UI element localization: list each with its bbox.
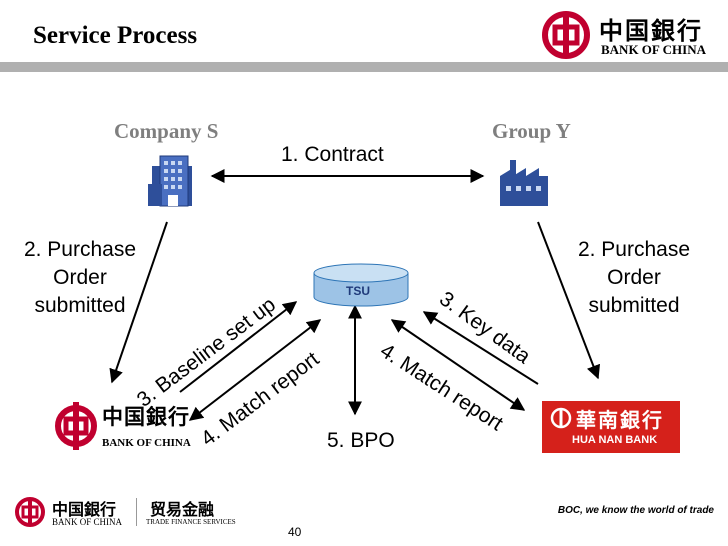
header-logo-en: BANK OF CHINA — [601, 42, 706, 57]
tsu-label: TSU — [346, 284, 370, 298]
factory-icon — [500, 160, 548, 206]
footer-tf-cn: 贸易金融 — [150, 500, 215, 519]
po-left-line1: 2. Purchase — [23, 238, 137, 261]
page-number: 40 — [288, 525, 302, 539]
footer-logo: 中国銀行 BANK OF CHINA 贸易金融 TRADE FINANCE SE… — [14, 494, 254, 534]
bank-of-china-logo-icon — [15, 497, 45, 527]
footer-boc-en: BANK OF CHINA — [52, 517, 123, 527]
hua-nan-bank-logo: 華南銀行 HUA NAN BANK — [542, 401, 680, 453]
match-left-arrow — [188, 319, 322, 421]
footer-divider — [136, 498, 137, 526]
hua-nan-en: HUA NAN BANK — [572, 434, 658, 446]
footer-boc-cn: 中国銀行 — [52, 500, 117, 519]
boc-bank-logo: 中国銀行 BANK OF CHINA — [54, 397, 191, 457]
po-left-line3: submitted — [34, 294, 126, 317]
boc-bank-cn: 中国銀行 — [102, 404, 190, 429]
page-title: Service Process — [33, 22, 198, 49]
header-logo-cn: 中国銀行 — [599, 16, 703, 45]
footer-tagline: BOC, we know the world of trade — [557, 505, 714, 516]
office-building-icon — [148, 155, 192, 207]
po-right-line1: 2. Purchase — [577, 238, 691, 261]
match-right-arrow — [390, 319, 526, 411]
po-left-line2: Order — [53, 266, 107, 289]
contract-label: 1. Contract — [281, 143, 384, 166]
po-right-line3: submitted — [588, 294, 680, 317]
boc-bank-en: BANK OF CHINA — [102, 437, 191, 449]
bpo-label: 5. BPO — [327, 429, 395, 452]
header-logo: 中国銀行 BANK OF CHINA — [541, 9, 721, 61]
footer-tf-en: TRADE FINANCE SERVICES — [146, 518, 236, 526]
po-left-arrow — [109, 221, 168, 384]
hua-nan-cn: 華南銀行 — [576, 408, 664, 432]
po-right-arrow — [537, 221, 601, 380]
bank-of-china-logo-icon — [542, 11, 590, 59]
po-right-label: 2. Purchase Order submitted — [560, 236, 708, 320]
group-y-label: Group Y — [492, 119, 571, 143]
company-s-label: Company S — [114, 119, 219, 143]
title-divider — [0, 62, 728, 72]
po-left-label: 2. Purchase Order submitted — [6, 236, 154, 320]
bank-of-china-logo-icon — [55, 402, 97, 450]
database-cylinder-icon — [313, 263, 409, 307]
po-right-line2: Order — [607, 266, 661, 289]
hua-nan-logo-icon — [550, 407, 572, 429]
